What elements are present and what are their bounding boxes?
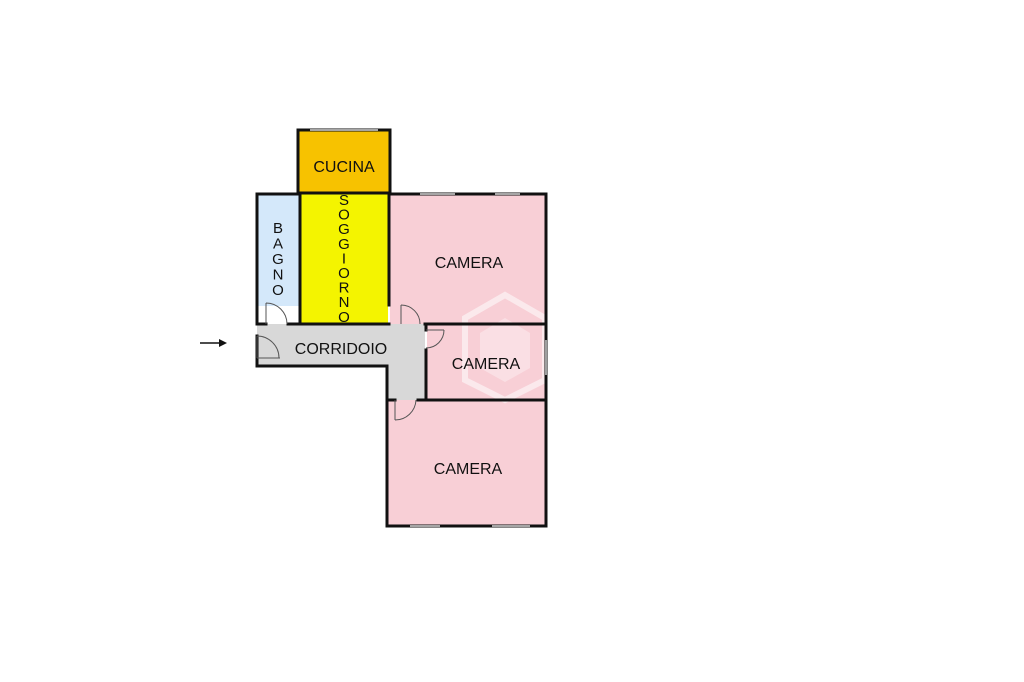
wall-bagno-outer — [255, 192, 300, 324]
vertical-label-letter: G — [272, 251, 284, 268]
vertical-label-letter: B — [273, 220, 283, 237]
label-camera-bottom: CAMERA — [434, 461, 503, 478]
arrow-right-icon — [200, 339, 227, 347]
door-camera-bottom — [394, 399, 417, 421]
room-cucina — [298, 130, 390, 193]
door-bagno — [265, 302, 288, 325]
doors — [256, 302, 445, 421]
door-entrance — [256, 335, 280, 359]
label-camera-top: CAMERA — [435, 255, 504, 272]
room-bagno — [257, 194, 299, 306]
windows — [310, 129, 547, 527]
vertical-label-letter: N — [339, 294, 350, 311]
label-cucina: CUCINA — [313, 159, 375, 176]
wall-corridoio-outer — [255, 334, 389, 528]
vertical-label-letter: O — [338, 309, 350, 326]
vertical-label-letter: G — [338, 221, 350, 238]
vertical-label-letter: A — [273, 236, 283, 253]
room-corridoio — [257, 324, 425, 400]
label-camera-mid: CAMERA — [452, 356, 521, 373]
vertical-label-letter: S — [339, 192, 349, 209]
room-soggiorno — [300, 193, 388, 324]
door-camera-mid — [425, 329, 445, 349]
vertical-label-letter: O — [338, 207, 350, 224]
label-corridoio: CORRIDOIO — [295, 341, 387, 358]
vertical-label-letter: R — [339, 280, 350, 297]
door-camera-top — [400, 304, 421, 325]
vertical-label-letter: G — [338, 236, 350, 253]
vertical-label-letter: O — [272, 282, 284, 299]
vertical-label-letter: I — [342, 250, 346, 267]
room-camera-bottom — [387, 400, 546, 526]
vertical-label-letter: O — [338, 265, 350, 282]
vertical-label-letter: N — [273, 267, 284, 284]
